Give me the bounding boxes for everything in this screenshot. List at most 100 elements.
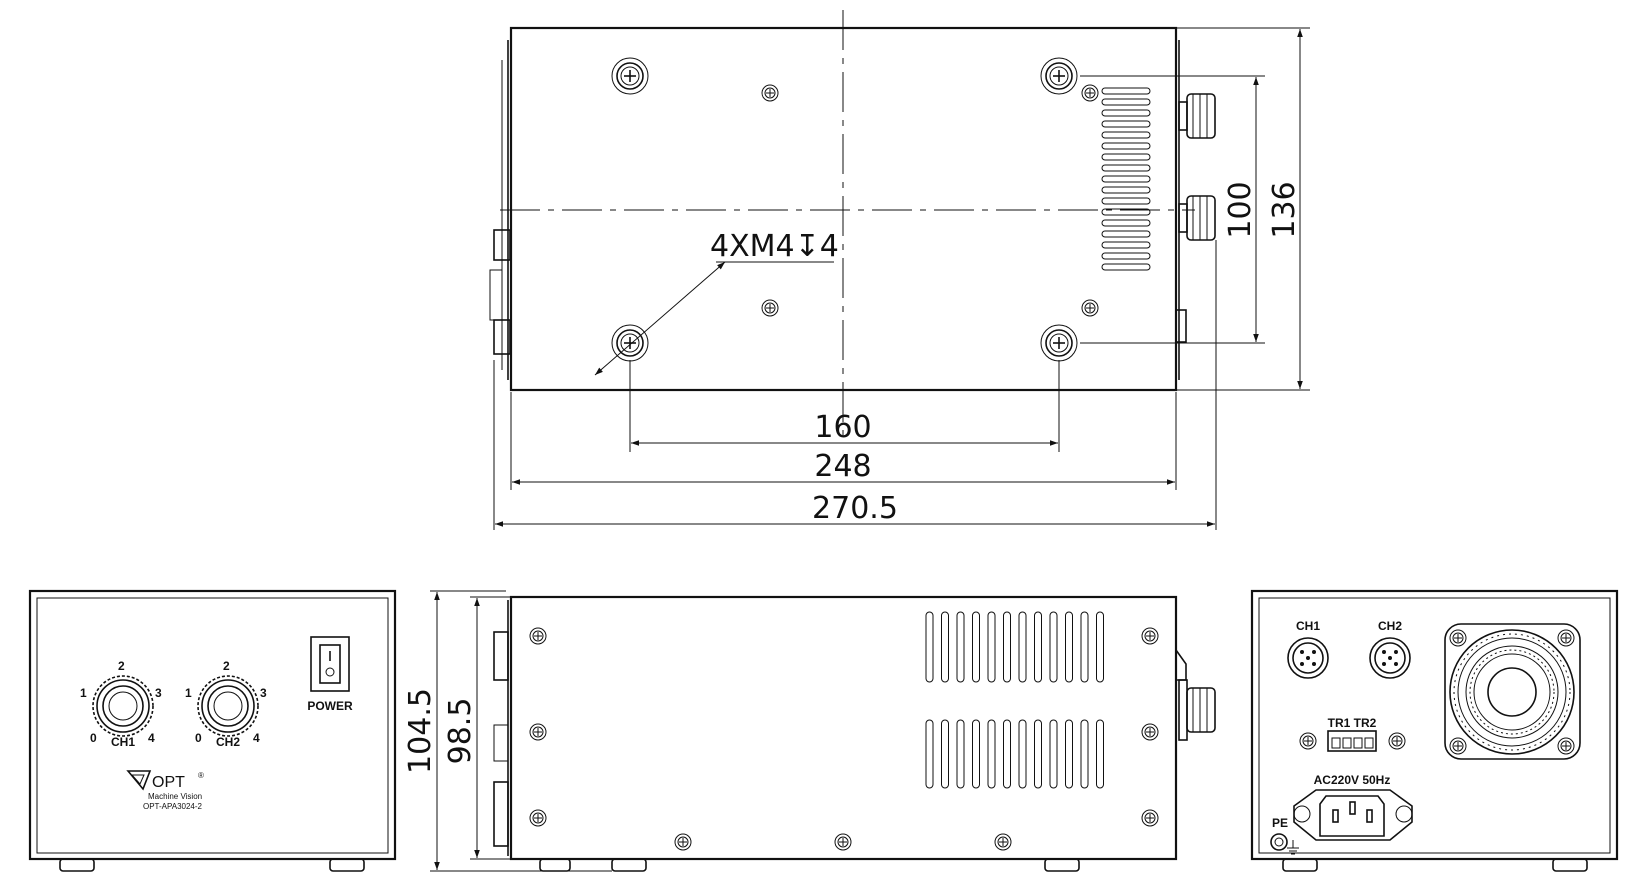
vent-slot	[1080, 611, 1089, 683]
screw	[1081, 299, 1099, 317]
vent-slot	[941, 719, 949, 789]
brand-name: OPT	[152, 774, 185, 791]
mount-screw-4	[1040, 324, 1078, 362]
dimension-100: 100	[1223, 181, 1258, 238]
vent-slot	[1065, 611, 1073, 683]
vent-slot	[925, 719, 934, 789]
opt-logo-icon	[126, 770, 152, 791]
dial-mark: 4	[148, 731, 155, 745]
vent-slot	[1101, 208, 1151, 216]
vent-slot	[1101, 175, 1151, 183]
dial-mark: 0	[90, 731, 97, 745]
knob-top-1	[1178, 93, 1216, 139]
mount-screw-1	[611, 57, 649, 95]
rear-ch1-label: CH1	[1296, 619, 1320, 633]
ch2-label: CH2	[216, 735, 240, 749]
screw	[1081, 84, 1099, 102]
vent-slot	[972, 611, 980, 683]
dimension-136: 136	[1267, 181, 1302, 238]
top-view: 4XM4↧4 160 248 270.5 100 136	[489, 10, 1310, 530]
side-view: 104.5 98.5	[403, 590, 1216, 872]
front-panel-outline	[28, 589, 397, 861]
brand-tagline: Machine Vision	[148, 792, 202, 801]
vent-slot	[1101, 164, 1151, 172]
vent-slot	[1101, 219, 1151, 227]
vent-slot	[1018, 611, 1027, 683]
pe-label: PE	[1272, 816, 1288, 830]
vent-slot	[1018, 719, 1027, 789]
dial-ch2	[197, 675, 259, 737]
vent-slot	[1003, 611, 1011, 683]
top-vents	[1101, 87, 1151, 271]
vent-slot	[987, 611, 996, 683]
power-switch	[310, 636, 350, 692]
trigger-terminal	[1327, 730, 1377, 752]
vent-slot	[987, 719, 996, 789]
vent-slot	[1101, 142, 1151, 150]
vent-slot	[1101, 252, 1151, 260]
knob-top-2	[1178, 195, 1216, 241]
thread-callout: 4XM4↧4	[710, 229, 839, 264]
vent-slot	[1101, 131, 1151, 139]
power-switch-top	[1175, 309, 1187, 343]
model-number: OPT-APA3024-2	[143, 802, 203, 811]
ac-inlet	[1293, 789, 1413, 841]
ac-input-label: AC220V 50Hz	[1314, 773, 1391, 787]
vent-slot	[972, 719, 980, 789]
ch1-label: CH1	[111, 735, 135, 749]
dial-mark: 2	[223, 659, 230, 673]
dial-ch1	[92, 675, 154, 737]
vent-slot	[956, 611, 965, 683]
vent-slot	[1101, 109, 1151, 117]
screw	[761, 299, 779, 317]
vent-slot	[1101, 197, 1151, 205]
vent-slot	[1101, 263, 1151, 271]
vent-slot	[1003, 719, 1011, 789]
vent-slot	[1101, 120, 1151, 128]
side-vents	[925, 611, 1104, 789]
rear-panel-outline	[1250, 589, 1619, 861]
vent-slot	[1101, 230, 1151, 238]
knob-side	[1175, 647, 1216, 741]
dial-mark: 2	[118, 659, 125, 673]
vent-slot	[1096, 611, 1104, 683]
dimension-248: 248	[814, 449, 871, 484]
power-label: POWER	[307, 699, 353, 713]
vent-slot	[1049, 719, 1058, 789]
rear-panel: CH1 CH2 TR1 TR2 AC220V 50Hz PE	[1250, 589, 1619, 872]
ground-terminal-icon	[1270, 833, 1299, 855]
dial-mark: 1	[80, 686, 87, 700]
vent-slot	[1101, 241, 1151, 249]
vent-slot	[1096, 719, 1104, 789]
dimension-160: 160	[814, 410, 871, 445]
dial-mark: 0	[195, 731, 202, 745]
trigger-label: TR1 TR2	[1328, 716, 1377, 730]
brand-mark: ®	[198, 771, 204, 780]
dial-mark: 3	[260, 686, 267, 700]
front-panel: 0 1 2 3 4 0 1 2 3 4 CH1 CH2 POWER OPT ® …	[28, 589, 397, 872]
vent-slot	[1101, 186, 1151, 194]
vent-slot	[1049, 611, 1058, 683]
dimension-98-5: 98.5	[443, 698, 478, 765]
dial-mark: 4	[253, 731, 260, 745]
screw	[761, 84, 779, 102]
vent-slot	[1034, 611, 1042, 683]
connector-ch2	[1369, 637, 1411, 679]
cooling-fan	[1444, 623, 1581, 760]
vent-slot	[941, 611, 949, 683]
dial-mark: 1	[185, 686, 192, 700]
mount-screw-2	[1040, 57, 1078, 95]
vent-slot	[1034, 719, 1042, 789]
vent-slot	[1080, 719, 1089, 789]
vent-slot	[1101, 87, 1151, 95]
vent-slot	[1065, 719, 1073, 789]
vent-slot	[1101, 153, 1151, 161]
side-view-body	[509, 595, 1178, 861]
dimension-270-5: 270.5	[812, 491, 898, 526]
dimension-104-5: 104.5	[403, 688, 438, 774]
vent-slot	[956, 719, 965, 789]
connector-ch1	[1287, 637, 1329, 679]
dial-mark: 3	[155, 686, 162, 700]
rear-ch2-label: CH2	[1378, 619, 1402, 633]
